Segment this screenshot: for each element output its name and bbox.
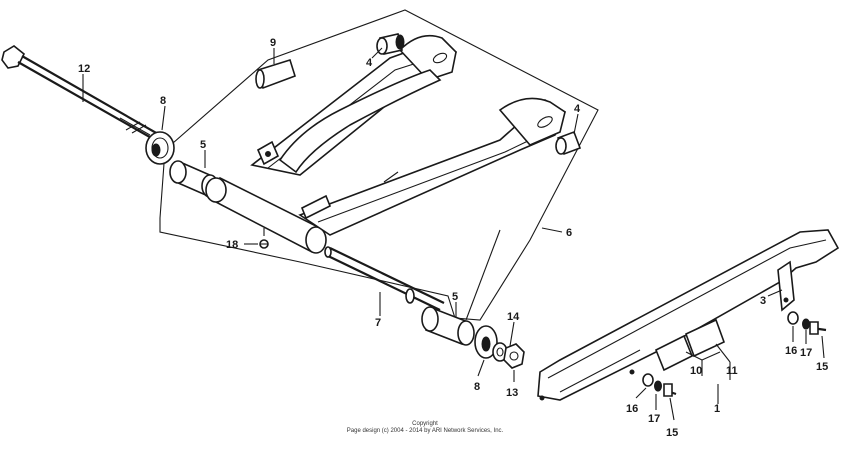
leader-lines [82, 47, 825, 421]
callout-14: 14 [507, 311, 520, 323]
assembly-6-outline [159, 9, 599, 321]
callout-17-lower: 17 [648, 413, 660, 425]
callout-11: 11 [726, 365, 738, 377]
callout-17-right: 17 [800, 347, 812, 359]
screw-18 [259, 228, 269, 249]
callouts: 12 8 5 9 4 4 6 18 7 5 14 8 13 3 16 17 15… [78, 37, 828, 439]
callout-4-upper: 4 [366, 57, 373, 69]
cap-9 [255, 58, 296, 90]
callout-10: 10 [690, 365, 702, 377]
pivot-shaft-7 [324, 246, 445, 311]
washer-14 [492, 342, 508, 362]
seal-8-upper [145, 131, 175, 165]
callout-13: 13 [506, 387, 518, 399]
copyright-line-1: Copyright [412, 421, 438, 427]
callout-3: 3 [760, 295, 766, 307]
callout-6: 6 [566, 227, 572, 239]
collar-4-upper [376, 33, 405, 55]
hardware-right [787, 311, 827, 335]
callout-15-lower: 15 [666, 427, 678, 439]
callout-9: 9 [270, 37, 276, 49]
callout-18: 18 [226, 239, 238, 251]
swingarm-6 [205, 34, 567, 254]
callout-4-right: 4 [574, 103, 581, 115]
pivot-bolt-12 [1, 45, 159, 141]
chain-case-1 [537, 229, 840, 401]
copyright-line-2: Page design (c) 2004 - 2014 by ARI Netwo… [346, 428, 504, 434]
callout-8-lower: 8 [474, 381, 480, 393]
collar-4-right [555, 130, 582, 156]
seal-8-lower [474, 325, 498, 359]
callout-8-upper: 8 [160, 95, 166, 107]
callout-16-lower: 16 [626, 403, 638, 415]
callout-15-right: 15 [816, 361, 828, 373]
nut-13 [503, 343, 525, 369]
hardware-lower [642, 373, 677, 397]
bushing-5-lower [421, 306, 475, 346]
label-plates-10 [654, 318, 726, 372]
callout-5-upper: 5 [200, 139, 206, 151]
callout-1: 1 [714, 403, 720, 415]
callout-16-right: 16 [785, 345, 797, 357]
callout-5-lower: 5 [452, 291, 458, 303]
callout-12: 12 [78, 63, 90, 75]
callout-7: 7 [375, 317, 381, 329]
